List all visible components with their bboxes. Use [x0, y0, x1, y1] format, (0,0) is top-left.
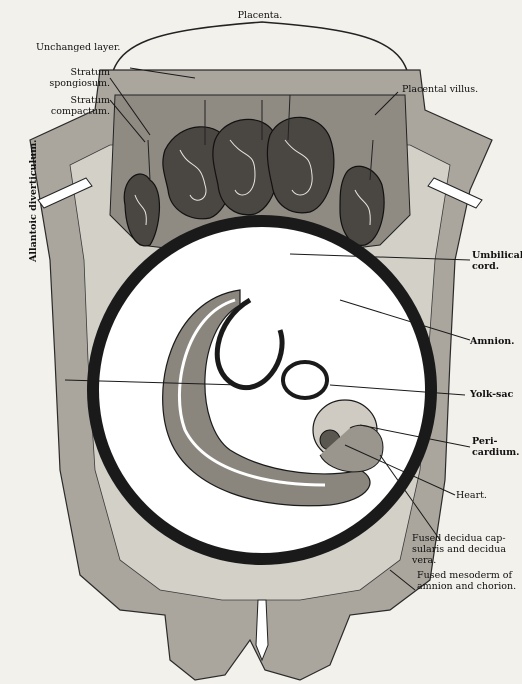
villus-4: [267, 117, 334, 212]
label-umbilical-cord: Umbilical cord.: [472, 250, 522, 272]
label-fused-mesoderm-line2: amnion and chorion.: [417, 581, 516, 592]
label-stratum-spongiosum-line1: Stratum: [30, 67, 110, 78]
label-umbilical-cord-line2: cord.: [472, 261, 522, 272]
label-fused-decidua-line2: sularis and decidua: [412, 544, 506, 555]
label-pericardium: Peri- cardium.: [472, 436, 519, 458]
label-fused-decidua: Fused decidua cap- sularis and decidua v…: [412, 533, 506, 566]
label-placental-villus: Placental villus.: [402, 84, 478, 95]
label-stratum-compactum-line2: compactum.: [30, 106, 110, 117]
label-fused-mesoderm-line1: Fused mesoderm of: [417, 570, 516, 581]
label-yolk-sac: Yolk-sac: [470, 389, 513, 400]
label-pericardium-line1: Peri-: [472, 436, 519, 447]
label-amnion: Amnion.: [470, 336, 515, 347]
label-umbilical-cord-line1: Umbilical: [472, 250, 522, 261]
yolk-sac-shape: [283, 362, 327, 398]
label-pericardium-line2: cardium.: [472, 447, 519, 458]
label-fused-mesoderm: Fused mesoderm of amnion and chorion.: [417, 570, 516, 592]
label-fused-decidua-line3: vera.: [412, 555, 506, 566]
label-stratum-compactum-line1: Stratum: [30, 95, 110, 106]
label-stratum-spongiosum: Stratum spongiosum.: [30, 67, 110, 89]
label-stratum-compactum: Stratum compactum.: [30, 95, 110, 117]
amniotic-cavity: [99, 227, 425, 553]
label-heart: Heart.: [456, 490, 487, 501]
label-unchanged-layer: Unchanged layer.: [36, 42, 120, 53]
label-placenta: Placenta.: [228, 10, 292, 21]
label-stratum-spongiosum-line2: spongiosum.: [30, 78, 110, 89]
label-fused-decidua-line1: Fused decidua cap-: [412, 533, 506, 544]
label-allantoic-diverticulum: Allantoic diverticulum.: [28, 140, 39, 262]
villus-5: [340, 166, 384, 245]
